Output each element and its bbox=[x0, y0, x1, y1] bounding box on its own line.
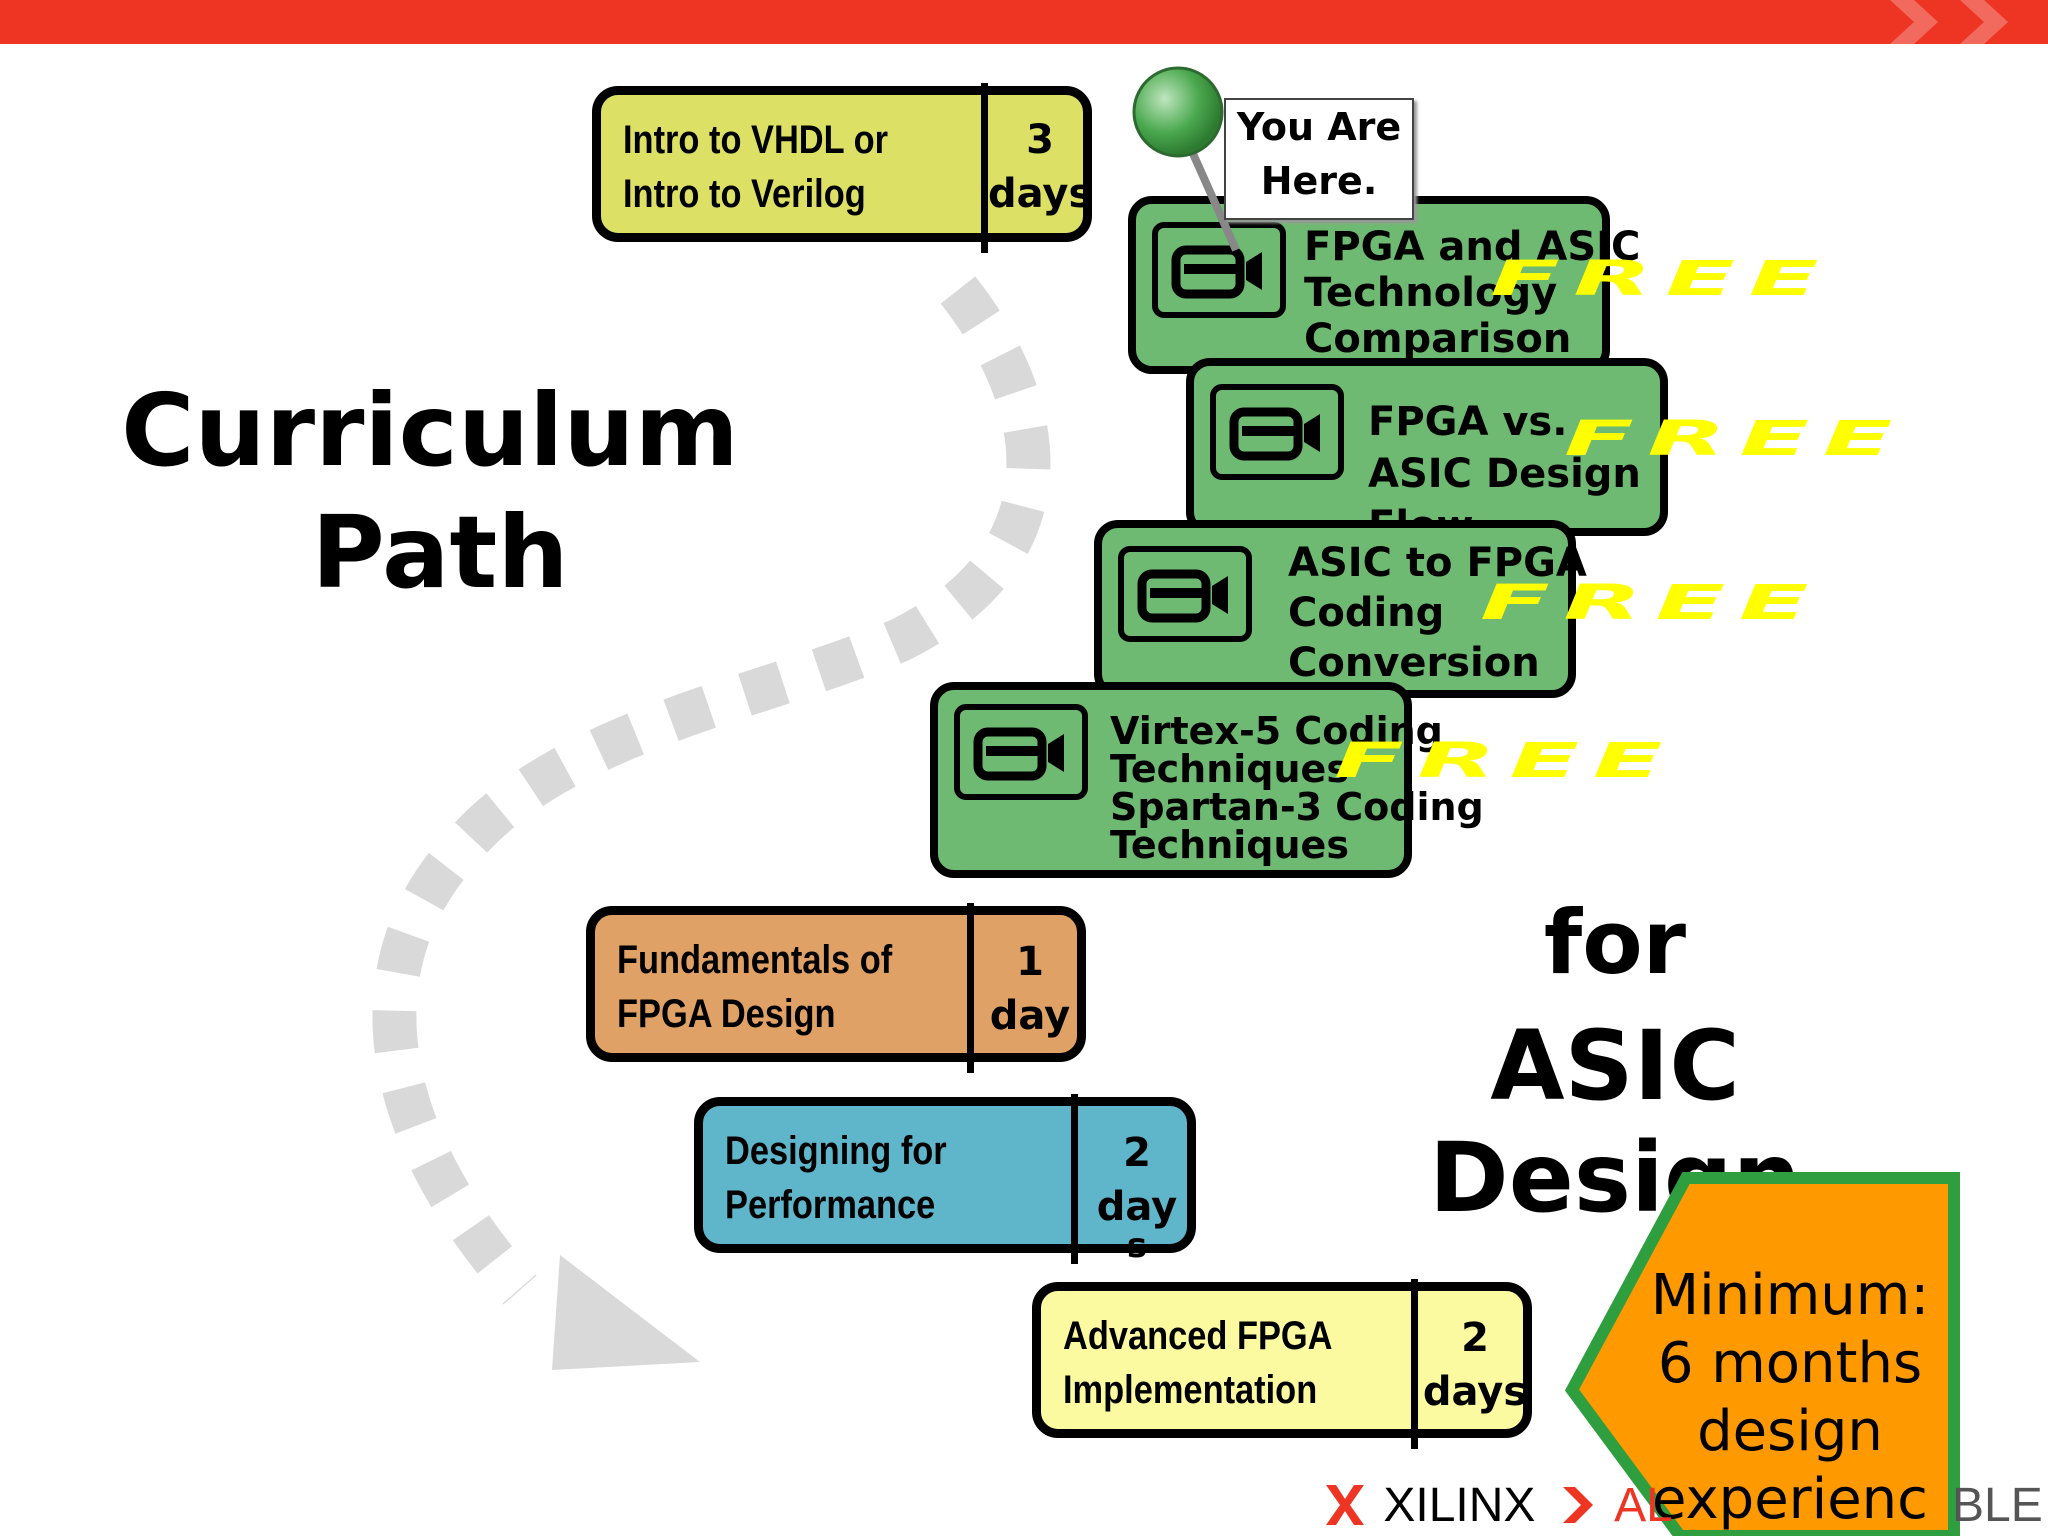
course-divider bbox=[1071, 1094, 1078, 1264]
free-badge: FREE bbox=[1334, 733, 1676, 789]
course-divider bbox=[981, 83, 988, 253]
xilinx-logo-icon bbox=[1326, 1485, 1364, 1525]
chevron-decoration-icon bbox=[1960, 0, 2008, 44]
video-camera-icon bbox=[1152, 222, 1286, 318]
page-title-line3: for bbox=[1543, 891, 1687, 994]
course-divider bbox=[967, 903, 974, 1073]
header-bar bbox=[0, 0, 2048, 44]
video-camera-icon bbox=[954, 704, 1088, 800]
course-duration-overflow: s bbox=[1126, 1226, 1148, 1266]
video-title: FPGA vs.ASIC DesignFlow bbox=[1368, 399, 1641, 549]
footer-logo: XILINX AL bbox=[1326, 1478, 1673, 1532]
free-badge: FREE bbox=[1490, 251, 1832, 307]
video-module-design-flow[interactable]: FPGA vs.ASIC DesignFlow bbox=[1186, 358, 1668, 549]
free-badge: FREE bbox=[1564, 411, 1906, 467]
chevron-right-icon bbox=[1562, 1487, 1593, 1523]
page-title-line2: Path bbox=[311, 494, 569, 611]
tagline-end: BLE bbox=[1952, 1479, 2043, 1532]
map-pin-icon bbox=[1132, 66, 1240, 252]
free-badge: FREE bbox=[1480, 575, 1822, 631]
video-camera-icon bbox=[1210, 384, 1344, 480]
chevron-decoration-icon bbox=[1890, 0, 1938, 44]
course-divider bbox=[1411, 1279, 1418, 1449]
page-title-line1: Curriculum bbox=[121, 372, 739, 489]
video-camera-icon bbox=[1118, 546, 1252, 642]
tagline-start: AL bbox=[1614, 1479, 1673, 1532]
brand-name: XILINX bbox=[1383, 1479, 1536, 1532]
requirement-badge bbox=[1564, 1172, 1960, 1536]
